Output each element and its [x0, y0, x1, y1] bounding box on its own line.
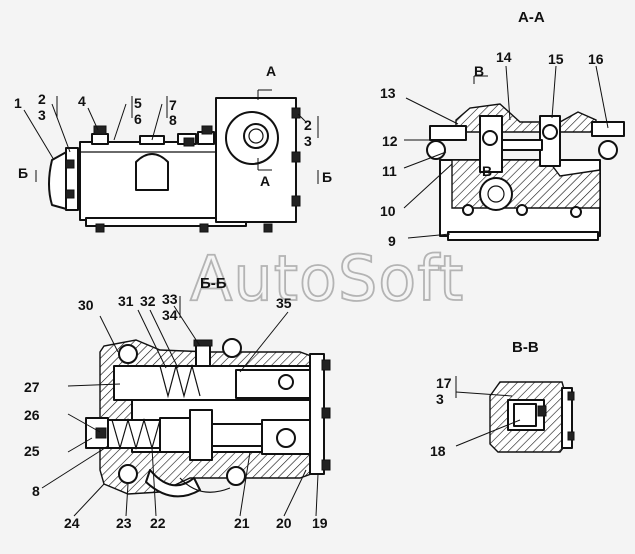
- callout-27: 27: [24, 379, 40, 395]
- callout-22: 22: [150, 515, 166, 531]
- callout-19: 19: [312, 515, 328, 531]
- callout-13: 13: [380, 85, 396, 101]
- callout-30: 30: [78, 297, 94, 313]
- cut-mark-a-top: А: [266, 63, 276, 79]
- section-bb-view: [85, 338, 331, 498]
- callout-31: 31: [118, 293, 134, 309]
- callout-2-right: 2: [304, 117, 312, 133]
- cut-mark-b-left: Б: [18, 165, 28, 181]
- section-title-aa: А-А: [518, 9, 545, 26]
- callout-24: 24: [64, 515, 80, 531]
- callout-5: 5: [134, 95, 142, 111]
- callout-17: 17: [436, 375, 452, 391]
- callout-11: 11: [382, 163, 397, 179]
- section-vv-view: [489, 381, 575, 453]
- callout-33: 33: [162, 291, 178, 307]
- cut-mark-b-right: Б: [322, 169, 332, 185]
- callout-34: 34: [162, 307, 178, 323]
- callout-3-right: 3: [304, 133, 312, 149]
- callout-15: 15: [548, 51, 564, 67]
- callout-1: 1: [14, 95, 22, 111]
- cut-mark-v-top: В: [474, 63, 484, 79]
- section-title-vv: В-В: [512, 339, 539, 356]
- watermark-text: AutoSoft: [190, 242, 464, 315]
- section-aa-view: [426, 75, 625, 241]
- callout-9: 9: [388, 233, 396, 249]
- callout-26: 26: [24, 407, 40, 423]
- callout-8-bb: 8: [32, 483, 40, 499]
- leader-lines: [23, 65, 609, 517]
- callout-10: 10: [380, 203, 396, 219]
- callout-23: 23: [116, 515, 132, 531]
- callout-35: 35: [276, 295, 292, 311]
- callout-2: 2: [38, 91, 46, 107]
- external-view: [35, 89, 319, 233]
- callout-12: 12: [382, 133, 398, 149]
- cut-mark-a-bottom: А: [260, 173, 270, 189]
- callout-18: 18: [430, 443, 446, 459]
- callout-20: 20: [276, 515, 292, 531]
- callout-3-vv: 3: [436, 391, 444, 407]
- callout-16: 16: [588, 51, 604, 67]
- callout-labels: 1 2 3 4 5 6 7 8 2 3 9 10 11 12 13 14 15 …: [14, 49, 604, 531]
- callout-8: 8: [169, 112, 177, 128]
- callout-21: 21: [234, 515, 250, 531]
- section-title-bb: Б-Б: [200, 275, 227, 292]
- callout-32: 32: [140, 293, 156, 309]
- callout-4: 4: [78, 93, 86, 109]
- cut-mark-v-bottom: В: [482, 163, 492, 179]
- callout-7: 7: [169, 97, 177, 113]
- callout-6: 6: [134, 111, 142, 127]
- callout-25: 25: [24, 443, 40, 459]
- callout-3: 3: [38, 107, 46, 123]
- callout-14: 14: [496, 49, 512, 65]
